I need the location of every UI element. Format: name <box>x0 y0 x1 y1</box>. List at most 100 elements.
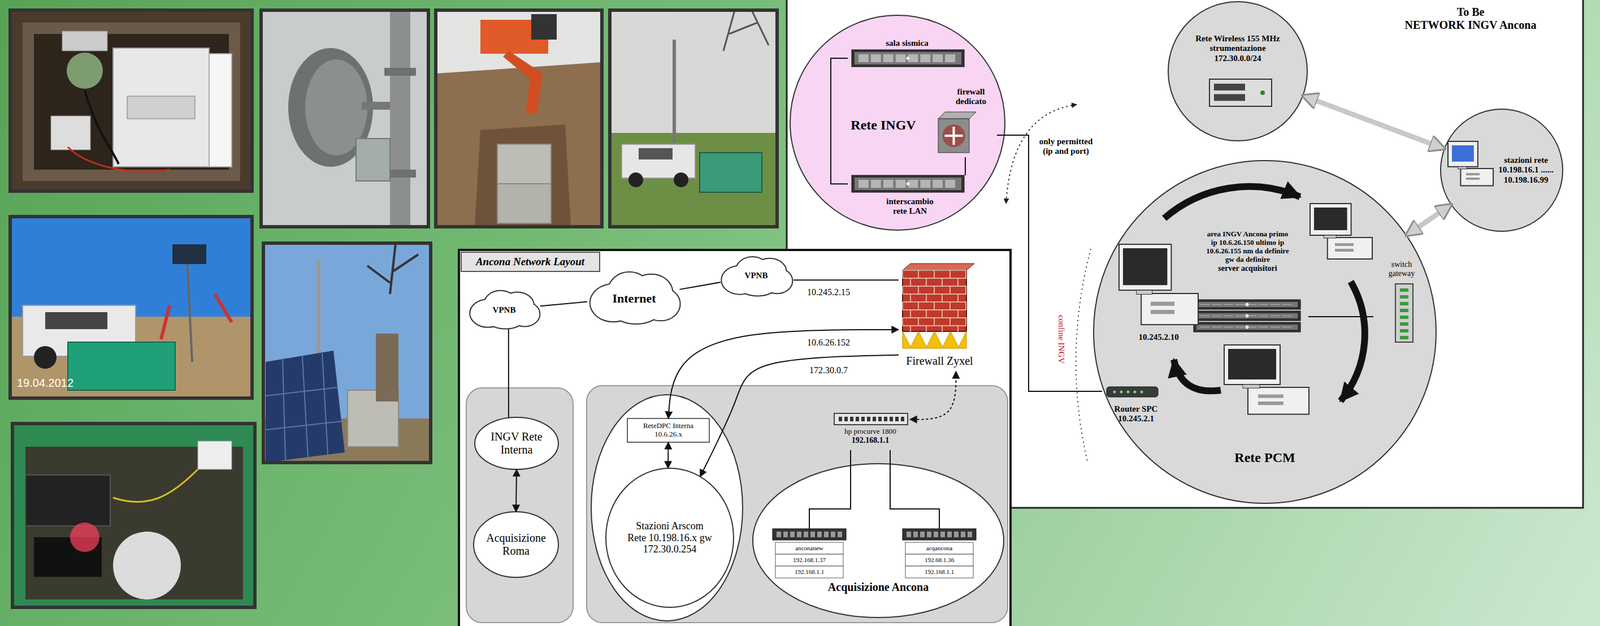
wheel <box>673 172 689 188</box>
connector <box>1302 95 1445 149</box>
mortar <box>925 309 927 318</box>
connector <box>809 449 851 529</box>
wall-top <box>902 263 975 271</box>
dish-arm <box>361 101 390 110</box>
photo <box>261 10 429 227</box>
network-ellipse: Stazioni Arscom Rete 10.198.16.x gw 172.… <box>605 467 734 607</box>
switch-port <box>1399 301 1409 306</box>
rack-led <box>1245 325 1250 329</box>
node-label: hp procurve 1800 <box>830 427 910 436</box>
outline <box>752 463 1004 618</box>
mortar <box>909 325 912 334</box>
network-ellipse: Acquisizione Anconaanconanew192.168.1.37… <box>752 463 1004 618</box>
firewall-top <box>938 111 977 119</box>
inner-floor <box>25 446 244 600</box>
server-slot <box>783 531 788 537</box>
firewall-arrows <box>944 126 964 145</box>
mortar <box>965 270 967 279</box>
node-drawing <box>1193 299 1301 332</box>
node-label: 10.245.2.10 <box>1116 332 1201 342</box>
rack-unit <box>851 49 965 67</box>
photo <box>10 216 253 398</box>
rack-slot <box>944 179 956 188</box>
node-label: VPNB <box>481 305 527 315</box>
node-drawing <box>590 272 680 324</box>
group-band <box>586 385 1008 623</box>
rack-led <box>906 181 910 186</box>
switch-port <box>1399 288 1409 292</box>
switch-body <box>834 413 908 425</box>
pc-tower <box>1327 237 1373 259</box>
mortar <box>965 317 967 326</box>
sky <box>263 243 431 463</box>
node-drawing <box>1395 283 1413 342</box>
sensor-base <box>113 531 181 600</box>
switch-port <box>1399 335 1409 340</box>
server-table-row <box>775 565 844 578</box>
rack-led <box>906 56 910 60</box>
car-window <box>638 148 673 160</box>
person <box>375 333 399 402</box>
mortar <box>957 325 959 334</box>
node-label: Router SPC 10.245.2.1 <box>1104 404 1168 424</box>
panel-tab <box>461 252 600 272</box>
ground <box>263 418 431 463</box>
mortar <box>925 278 927 286</box>
solar-panel <box>172 244 207 264</box>
pc-drive <box>1258 401 1284 405</box>
pit-floor <box>33 33 229 170</box>
dish <box>288 48 374 167</box>
server-node: acqancona192.68.1.36192.168.1.1 <box>899 528 979 579</box>
edge-label: 172.30.0.7 <box>807 365 850 376</box>
server-slot <box>830 531 836 537</box>
mortar <box>933 270 935 279</box>
photo-date: 19.04.2012 <box>16 376 74 390</box>
node-label: Acquisizione Roma <box>482 531 550 558</box>
node-drawing <box>752 463 1004 618</box>
cabinet-device <box>127 96 195 119</box>
pc-tower <box>1460 168 1494 186</box>
server-table-row <box>905 541 974 554</box>
network-circle: Rete INGVsala sismicafirewall dedicatoin… <box>790 15 1005 231</box>
node-label: acqancona <box>905 541 974 554</box>
monitor-stand <box>1458 166 1468 169</box>
server-slot <box>940 531 945 537</box>
router-led <box>1140 390 1144 394</box>
pc-drive <box>1466 177 1480 180</box>
node-label: 192.168.1.1 <box>775 565 844 578</box>
rack-led <box>1245 302 1250 307</box>
node-drawing <box>786 0 1584 508</box>
switch-port <box>844 416 848 422</box>
monitor <box>1310 203 1352 236</box>
excavator-boom <box>503 50 543 114</box>
mortar <box>925 293 927 302</box>
car-window <box>45 311 108 329</box>
node-label: ReteDPC Interna 10.6.26.x <box>631 421 705 439</box>
mortar <box>909 278 912 286</box>
mortar <box>949 285 951 294</box>
mast <box>186 248 193 362</box>
mortar <box>941 293 943 302</box>
mortar <box>949 270 951 279</box>
rack-slot <box>1235 304 1246 305</box>
node-label: Rete Wireless 155 MHz strumentazione 172… <box>1186 33 1289 64</box>
junction-box <box>50 115 91 150</box>
outline <box>473 511 559 578</box>
outline <box>474 417 559 470</box>
panel-frame <box>786 0 1584 508</box>
pole <box>389 10 411 227</box>
mortar <box>902 293 967 295</box>
rack-face <box>854 51 962 65</box>
switch-port <box>1399 328 1409 333</box>
computer-node: 10.245.2.10 <box>1116 243 1201 348</box>
node-drawing <box>772 528 847 578</box>
rack-slot <box>1212 326 1222 328</box>
node-label: 192.68.1.36 <box>905 553 974 566</box>
node-outline <box>786 0 1585 508</box>
switch-port <box>861 416 865 422</box>
solar-panel <box>265 350 345 463</box>
node-drawing <box>470 291 540 329</box>
node-label: switch gateway <box>1381 259 1422 279</box>
rack-slot <box>1270 304 1281 305</box>
switch-port <box>850 416 854 422</box>
